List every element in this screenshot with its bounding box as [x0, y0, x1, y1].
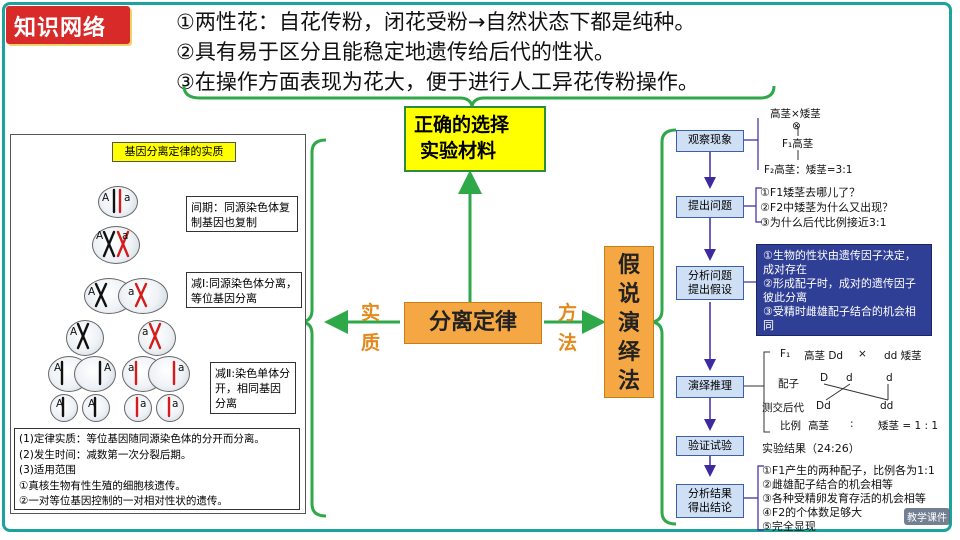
method-char-3: 演 [617, 311, 640, 336]
method-char-5: 法 [617, 369, 640, 394]
conclusion-4: ④F2的个体数足够大 [762, 506, 863, 519]
watermark: 教学课件 [904, 508, 950, 525]
allele-label: a [140, 398, 147, 410]
hypothesis-2: ②形成配子时，成对的遗传因子彼此分离 [763, 277, 916, 304]
testcross-times: × [858, 348, 867, 360]
step-verify: 验证试验 [676, 436, 744, 456]
essence-char-2: 质 [361, 332, 381, 354]
allele-label: a [122, 230, 129, 242]
observe-cross: 高茎×矮茎 [770, 108, 821, 120]
allele-label: a [128, 286, 135, 298]
testcross-p-tall: 高茎 Dd [804, 350, 844, 362]
center-node: 分离定律 [404, 302, 542, 344]
section-badge-text: 知识网络 [14, 16, 107, 41]
top-point-2: ②具有易于区分且能稳定地遗传给后代的性状。 [176, 40, 615, 64]
allele-label: A [56, 398, 64, 410]
allele-label: A [96, 230, 104, 242]
allele-label: a [142, 326, 149, 338]
cell-interphase-1 [98, 186, 138, 218]
method-link-char-2: 法 [558, 332, 578, 354]
testcross-p-short: dd 矮茎 [884, 350, 922, 362]
testcross-ratio-short: 矮茎 = 1 : 1 [878, 420, 939, 432]
hypothesis-3: ③受精时雌雄配子结合的机会相同 [763, 305, 916, 332]
method-char-2: 说 [617, 282, 640, 307]
material-line-2: 实验材料 [420, 140, 497, 162]
note-line: (1)定律实质：等位基因随同源染色体的分开而分离。 [19, 433, 265, 445]
material-box: 正确的选择 实验材料 [404, 106, 546, 172]
allele-label: A [88, 286, 96, 298]
testcross-gamete-d1: d [846, 372, 853, 384]
step-hypothesis: 分析问题提出假设 [676, 266, 744, 300]
conclusion-1: ①F1产生的两种配子，比例各为1:1 [762, 464, 935, 477]
testcross-ratio-tall: 高茎 [808, 420, 829, 432]
question-3: ③为什么后代比例接近3:1 [760, 216, 887, 229]
conclusion-5: ⑤完全显现 [762, 520, 816, 533]
observe-f1: F₁高茎 [782, 138, 814, 150]
allele-label: A [104, 362, 112, 374]
testcross-ratio-label: 比例 [780, 420, 801, 432]
stage-meiosis-1: 减Ⅰ:同源染色体分离，等位基因分离 [186, 272, 302, 308]
note-line: (3)适用范围 [19, 464, 76, 476]
step-observe: 观察现象 [676, 130, 744, 152]
step-deduction: 演绎推理 [676, 376, 744, 398]
allele-label: a [128, 362, 135, 374]
stage-meiosis-2: 减Ⅱ:染色单体分开，相同基因分离 [210, 362, 296, 414]
testcross-offspring-Dd: Dd [816, 400, 831, 412]
method-char-4: 绎 [617, 340, 640, 365]
cell-meiosis1-right [118, 278, 168, 314]
verify-result: 实验结果（24:26） [762, 442, 860, 455]
note-line: ②一对等位基因控制的一对相对性状的遗传。 [19, 495, 228, 507]
testcross-gamete-label: 配子 [778, 378, 799, 390]
testcross-gamete-D: D [820, 372, 829, 384]
cell-meiosis2-b [74, 356, 116, 392]
allele-label: a [178, 362, 185, 374]
conclusion-2: ②雌雄配子结合的机会相等 [762, 478, 893, 491]
chromosome-drawing [60, 188, 176, 418]
observe-f2: F₂高茎：矮茎=3:1 [764, 164, 853, 176]
allele-label: A [88, 398, 96, 410]
allele-label: A [70, 326, 78, 338]
stage-interphase: 间期：同源染色体复 制基因也复制 [186, 196, 298, 232]
method-char-1: 假 [617, 253, 640, 278]
testcross-offspring-label: 测交后代 [762, 402, 804, 414]
step-question: 提出问题 [676, 196, 744, 218]
question-2: ②F2中矮茎为什么又出现？ [760, 201, 894, 214]
question-1: ①F1矮茎去哪儿了？ [760, 186, 861, 199]
section-badge: 知识网络 [6, 6, 130, 44]
hypothesis-box: ①生物的性状由遗传因子决定，成对存在 ②形成配子时，成对的遗传因子彼此分离 ③受… [756, 244, 932, 336]
hypothesis-1: ①生物的性状由遗传因子决定，成对存在 [763, 249, 916, 276]
top-point-1: ①两性花：自花传粉，闭花受粉→自然状态下都是纯种。 [176, 10, 696, 34]
cell-meiosis2-d [148, 356, 190, 392]
note-line: ①真核生物有性生殖的细胞核遗传。 [19, 479, 186, 492]
method-box: 假 说 演 绎 法 [604, 246, 654, 398]
top-point-3: ③在操作方面表现为花大，便于进行人工异花传粉操作。 [176, 70, 699, 94]
testcross-ratio-colon: : [850, 418, 854, 430]
testcross-gamete-d2: d [886, 372, 893, 384]
essence-char-1: 实 [361, 302, 381, 324]
slide-frame [2, 2, 952, 532]
allele-label: A [54, 362, 62, 374]
method-link-char-1: 方 [558, 302, 578, 324]
essence-notes: (1)定律实质：等位基因随同源染色体的分开而分离。 (2)发生时间：减数第一次分… [14, 428, 300, 510]
essence-title: 基因分离定律的实质 [112, 142, 236, 162]
allele-label: a [124, 192, 131, 204]
conclusion-3: ③各种受精卵发育存活的机会相等 [762, 492, 926, 505]
observe-self-symbol: ⊗ [792, 120, 801, 132]
allele-label: A [102, 192, 110, 204]
step-conclusion: 分析结果得出结论 [676, 484, 744, 518]
testcross-p-label: F₁ [780, 348, 791, 360]
allele-label: a [172, 398, 179, 410]
material-line-1: 正确的选择 [414, 114, 510, 136]
note-line: (2)发生时间：减数第一次分裂后期。 [19, 448, 192, 461]
testcross-offspring-dd: dd [880, 400, 894, 412]
cell-interphase-2 [92, 226, 140, 264]
